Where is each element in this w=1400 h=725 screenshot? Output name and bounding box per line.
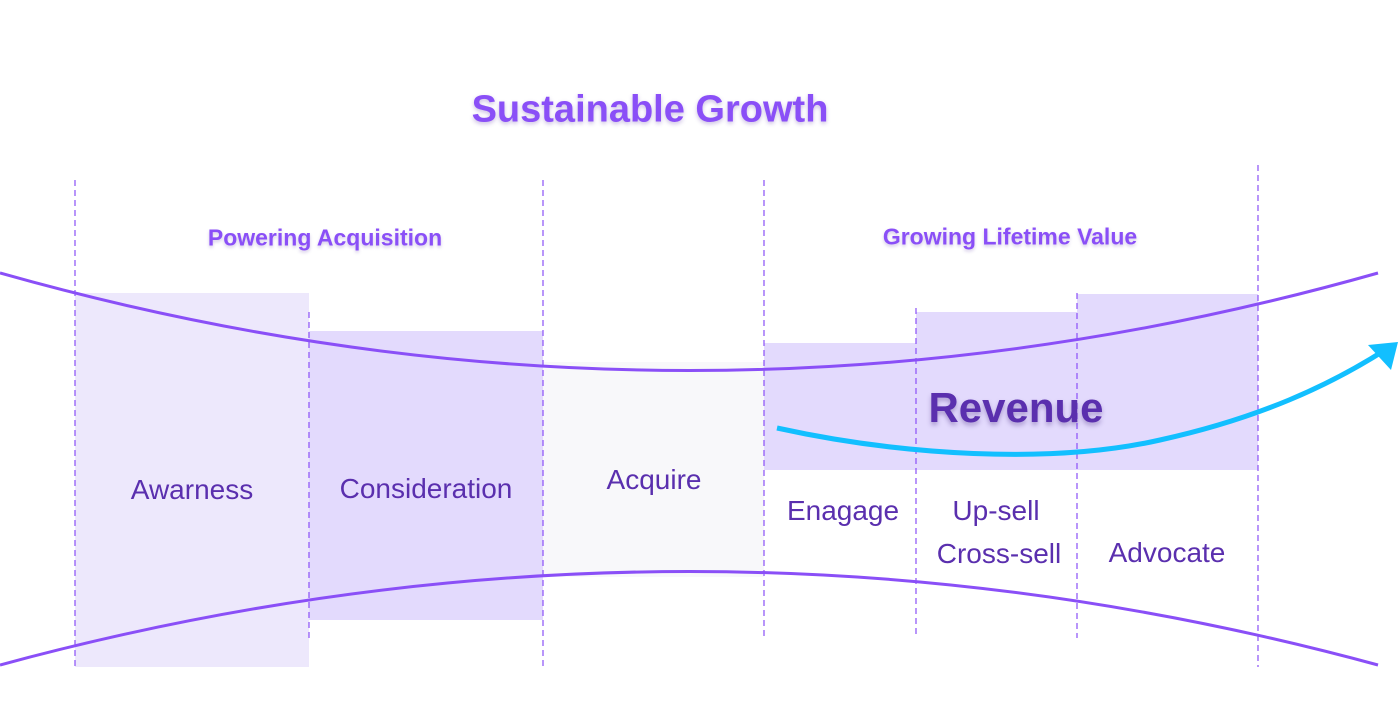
stage-upsell: Up-sell bbox=[952, 495, 1040, 526]
advocate-revenue-block bbox=[1077, 294, 1258, 470]
stage-engage: Enagage bbox=[786, 495, 900, 526]
upper-funnel-curve bbox=[0, 271, 1379, 372]
stage-consideration: Consideration bbox=[339, 473, 513, 504]
revenue-label: Revenue bbox=[928, 384, 1104, 431]
lower-funnel-curve bbox=[0, 570, 1379, 667]
stage-crosssell: Cross-sell bbox=[936, 538, 1062, 569]
consideration-block bbox=[309, 331, 543, 620]
revenue-arrow bbox=[776, 347, 1387, 457]
stage-acquire: Acquire bbox=[606, 464, 702, 495]
stage-advocate: Advocate bbox=[1108, 537, 1226, 568]
upsell-revenue-block bbox=[916, 312, 1077, 470]
section-lifetime: Growing Lifetime Value bbox=[882, 223, 1138, 250]
diagram-title: Sustainable Growth bbox=[471, 88, 829, 131]
section-acquisition: Powering Acquisition bbox=[207, 224, 443, 251]
arrowhead-icon bbox=[1368, 342, 1398, 370]
stage-awareness: Awarness bbox=[130, 474, 254, 505]
acquire-block bbox=[543, 362, 764, 577]
dashed-dividers bbox=[74, 165, 1259, 667]
